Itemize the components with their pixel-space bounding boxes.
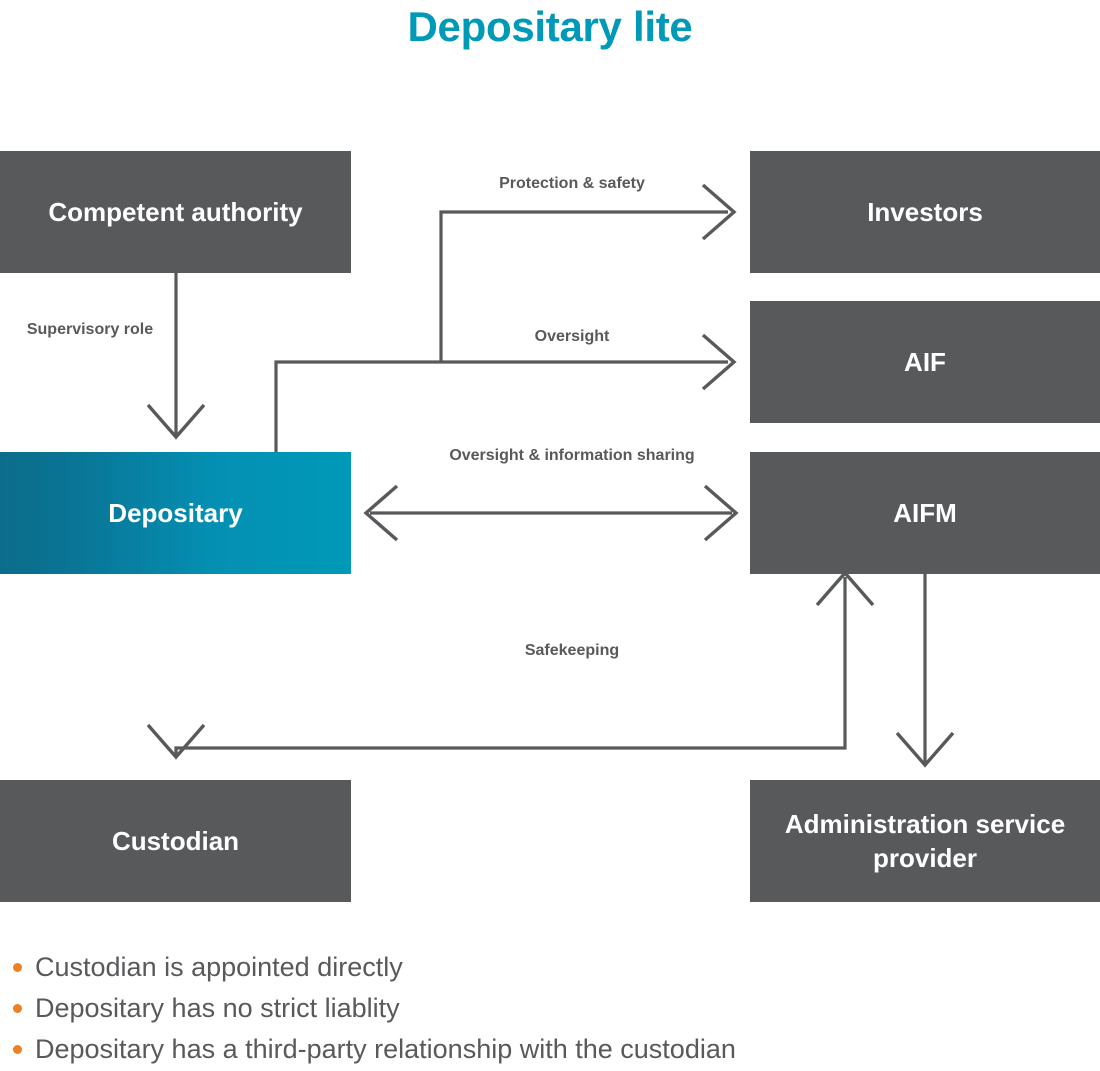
bullet-dot-icon (0, 947, 35, 988)
list-item: Depositary has no strict liablity (0, 988, 1060, 1029)
node-aifm[interactable]: AIFM (750, 452, 1100, 574)
list-item: Custodian is appointed directly (0, 947, 1060, 988)
node-custodian[interactable]: Custodian (0, 780, 351, 902)
node-competent-authority[interactable]: Competent authority (0, 151, 351, 273)
edge-safekeeping (146, 570, 875, 760)
edge-label-oversight-information-sharing: Oversight & information sharing (449, 447, 695, 464)
list-item: Depositary has a third-party relationshi… (0, 1029, 1060, 1070)
node-depositary[interactable]: Depositary (0, 452, 351, 574)
notes-list: Custodian is appointed directly Deposita… (0, 947, 1060, 1070)
bullet-dot-icon (0, 1029, 35, 1070)
bullet-dot-icon (0, 988, 35, 1029)
edge-supervisory-role (146, 273, 206, 440)
node-investors[interactable]: Investors (750, 151, 1100, 273)
node-aif[interactable]: AIF (750, 301, 1100, 423)
edge-label-protection-safety: Protection & safety (499, 175, 645, 192)
note-text: Depositary has a third-party relationshi… (35, 1034, 736, 1064)
note-text: Custodian is appointed directly (35, 952, 403, 982)
edge-label-safekeeping: Safekeeping (524, 642, 620, 659)
edge-label-oversight: Oversight (534, 328, 610, 345)
note-text: Depositary has no strict liablity (35, 993, 400, 1023)
edge-oversight-information-sharing (363, 484, 739, 542)
node-administration-service-provider[interactable]: Administration service provider (750, 780, 1100, 902)
edge-label-supervisory-role: Supervisory role (26, 321, 154, 338)
page-title: Depositary lite (407, 3, 693, 50)
edge-oversight (274, 333, 737, 452)
